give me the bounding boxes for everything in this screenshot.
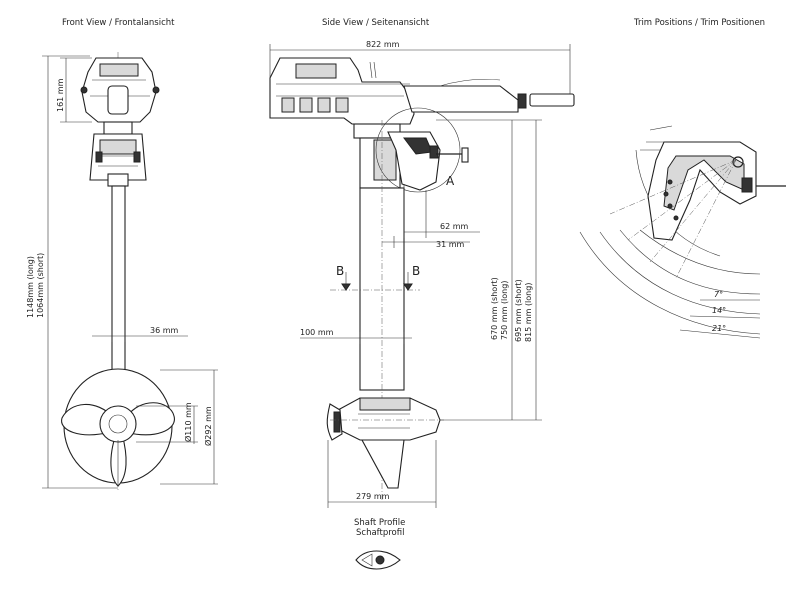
side-view-title: Side View / Seitenansicht [322, 18, 430, 28]
side-view-drawing [269, 57, 575, 500]
shaft-profile-icon [355, 550, 401, 570]
dim-overall-length: 822 mm [366, 40, 400, 49]
front-view-title: Front View / Frontalansicht [62, 18, 175, 28]
dim-pod-length: 279 mm [356, 492, 390, 501]
trim-angle-21: 21° [712, 324, 727, 333]
dim-750-long: 750 mm (long) [500, 280, 509, 340]
trim-view-title: Trim Positions / Trim Positionen [634, 18, 766, 28]
trim-positions-drawing [579, 125, 786, 339]
dim-670-short: 670 mm (short) [490, 277, 499, 340]
dim-shaft-100: 100 mm [300, 328, 334, 337]
dim-total-short: 1064mm (short) [36, 252, 45, 318]
trim-angle-7: 7° [714, 290, 724, 299]
dim-head-height: 161 mm [56, 78, 65, 112]
section-marker-left: B [336, 264, 345, 278]
trim-angle-14: 14° [712, 306, 727, 315]
detail-marker-a: A [446, 174, 455, 188]
dim-815-long: 815 mm (long) [524, 282, 533, 342]
shaft-profile-title: Shaft Profile [354, 518, 406, 528]
dim-695-short: 695 mm (short) [514, 279, 523, 342]
dim-total-long: 1148mm (long) [26, 256, 35, 318]
shaft-profile-subtitle: Schaftprofil [356, 528, 405, 538]
front-view-drawing [61, 52, 175, 490]
section-marker-right: B [412, 264, 421, 278]
dim-shaft-width: 36 mm [150, 326, 179, 335]
dim-bracket-62: 62 mm [440, 222, 469, 231]
dim-bracket-31: 31 mm [436, 240, 465, 249]
dim-prop-diameter: Ø292 mm [204, 406, 213, 446]
dim-prop-hub: Ø110 mm [184, 402, 193, 442]
front-dimension-lines [42, 55, 218, 489]
side-dimension-lines [269, 44, 571, 508]
